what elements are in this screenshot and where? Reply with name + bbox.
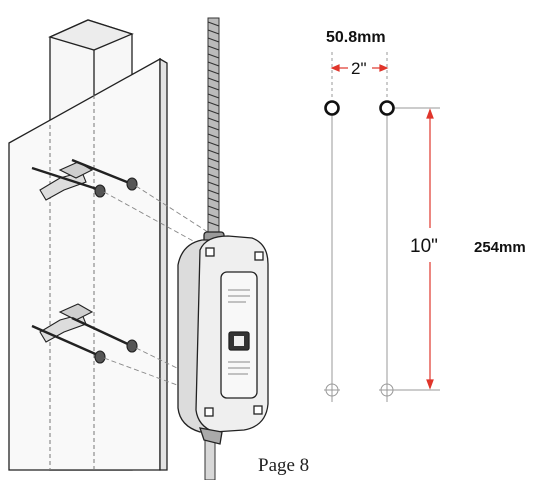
hole-top-right: [379, 100, 395, 116]
mount-tab-bottom-right: [253, 405, 263, 415]
rear-stud-top: [48, 19, 134, 51]
mount-tab-top-left: [205, 247, 215, 257]
page-number: Page 8: [258, 455, 310, 476]
strain-relief: [199, 427, 223, 445]
evse-device: [177, 231, 269, 445]
bottom-mounting-holes: [324, 382, 395, 398]
armored-cable: [204, 17, 220, 480]
height-inch-label: 10": [410, 236, 438, 257]
mount-tab-bottom-left: [204, 407, 214, 417]
wall-stud-assembly: [8, 19, 168, 471]
guide-lines: [331, 52, 440, 402]
mount-tab-top-right: [254, 251, 264, 261]
width-inch-label: 2": [351, 59, 367, 78]
upper-screw-2: [71, 158, 133, 186]
upper-anchor-set: [31, 158, 138, 201]
height-mm-label: 254mm: [474, 239, 526, 256]
front-board-edge: [159, 57, 168, 471]
width-mm-label: 50.8mm: [326, 29, 386, 46]
lower-screw-1: [31, 324, 101, 358]
width-dimension: [330, 64, 389, 72]
lower-screw-2: [71, 316, 133, 348]
height-dimension: [426, 108, 434, 390]
dimension-drawing: 50.8mm 2" 10" 254mm: [324, 29, 526, 402]
hole-top-left: [324, 100, 340, 116]
lower-anchor-set: [31, 303, 138, 364]
upper-screw-1: [31, 166, 101, 192]
front-board: [8, 57, 161, 471]
hidden-edges: [49, 95, 95, 470]
top-mounting-holes: [324, 100, 395, 116]
